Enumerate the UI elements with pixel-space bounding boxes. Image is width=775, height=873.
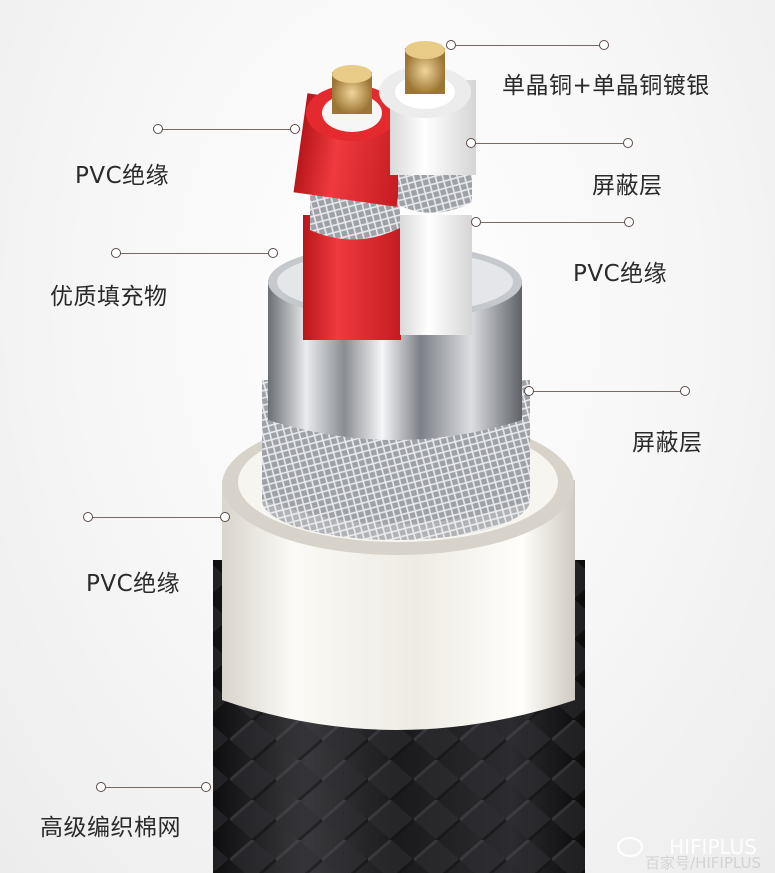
callout-dot xyxy=(599,40,609,50)
callout-line-outer-insulation xyxy=(90,517,226,518)
chat-bubble-icon xyxy=(617,837,643,857)
callout-dot xyxy=(111,248,121,258)
callout-dot xyxy=(153,124,163,134)
label-inner-insulation-left: PVC绝缘 xyxy=(75,163,170,189)
callout-dot xyxy=(96,782,106,792)
callout-line-braid xyxy=(103,787,207,788)
label-filler: 优质填充物 xyxy=(50,284,168,310)
label-conductor: 单晶铜+单晶铜镀银 xyxy=(502,73,710,99)
callout-dot xyxy=(680,386,690,396)
watermark-brand: HIFIPLUS xyxy=(669,835,757,859)
callout-dot xyxy=(471,217,481,227)
callout-dot xyxy=(624,217,634,227)
callout-line-filler xyxy=(118,253,274,254)
callout-line-outer-shield xyxy=(531,391,686,392)
callout-dot xyxy=(83,512,93,522)
callout-dot xyxy=(446,40,456,50)
callout-line-conductor xyxy=(453,45,605,46)
callout-dot xyxy=(220,512,230,522)
callout-dot xyxy=(623,138,633,148)
callout-line-inner-shield xyxy=(473,143,629,144)
callout-line-inner-insulation-left xyxy=(160,129,296,130)
label-inner-shield: 屏蔽层 xyxy=(592,173,663,199)
callout-dot xyxy=(466,138,476,148)
watermark-source: 百家号/HIFIPLUS xyxy=(645,854,761,872)
callout-dot xyxy=(290,124,300,134)
callout-dot xyxy=(524,386,534,396)
label-inner-insulation-right: PVC绝缘 xyxy=(573,261,668,287)
callout-line-inner-insulation-right xyxy=(478,222,630,223)
label-outer-insulation: PVC绝缘 xyxy=(86,571,181,597)
label-outer-shield: 屏蔽层 xyxy=(632,430,703,456)
label-braid: 高级编织棉网 xyxy=(40,815,181,841)
callout-dot xyxy=(201,782,211,792)
callout-dot xyxy=(268,248,278,258)
